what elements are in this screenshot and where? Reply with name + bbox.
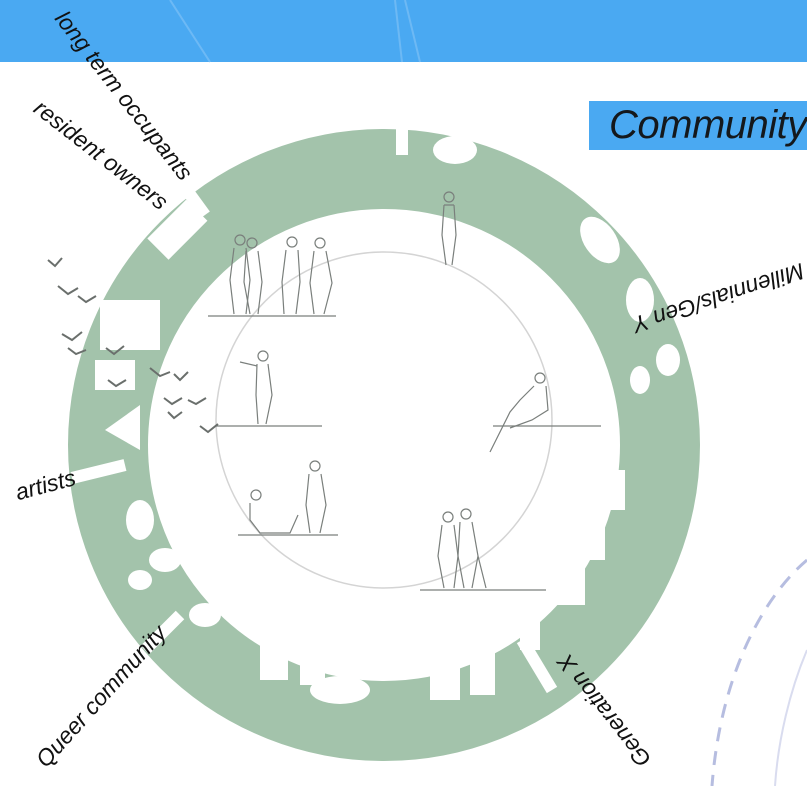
bird-icon: [77, 295, 97, 304]
person-figure: [281, 236, 301, 315]
bird-icon: [163, 397, 183, 406]
person-figure: [249, 489, 299, 534]
people-figures: [229, 191, 549, 589]
person-figure: [441, 191, 457, 266]
banner-decoration: [169, 0, 421, 63]
person-figure: [239, 350, 273, 425]
page-title: Community: [609, 103, 807, 147]
community-ring: [68, 129, 700, 761]
birds: [47, 257, 219, 434]
ring-gaps: [70, 90, 558, 694]
bird-icon: [187, 397, 207, 406]
header-banner: [0, 0, 807, 62]
ground-lines: [208, 315, 601, 591]
person-figure: [229, 234, 263, 315]
bird-icon: [105, 345, 125, 356]
person-figure: [437, 508, 487, 589]
bird-icon: [149, 367, 171, 378]
title-badge: Community: [589, 101, 807, 150]
inner-circle: [215, 251, 553, 589]
bird-icon: [61, 331, 83, 342]
bird-icon: [173, 371, 189, 382]
bird-icon: [107, 379, 127, 388]
bird-icon: [199, 423, 219, 434]
bird-icon: [167, 411, 183, 420]
person-figure: [309, 237, 333, 315]
dashed-arcs: [710, 558, 807, 786]
bird-icon: [47, 257, 63, 268]
bird-icon: [67, 347, 87, 356]
skyline-cutouts: [95, 136, 680, 704]
bird-icon: [57, 285, 79, 296]
person-figure: [489, 372, 549, 453]
person-figure: [305, 460, 327, 534]
